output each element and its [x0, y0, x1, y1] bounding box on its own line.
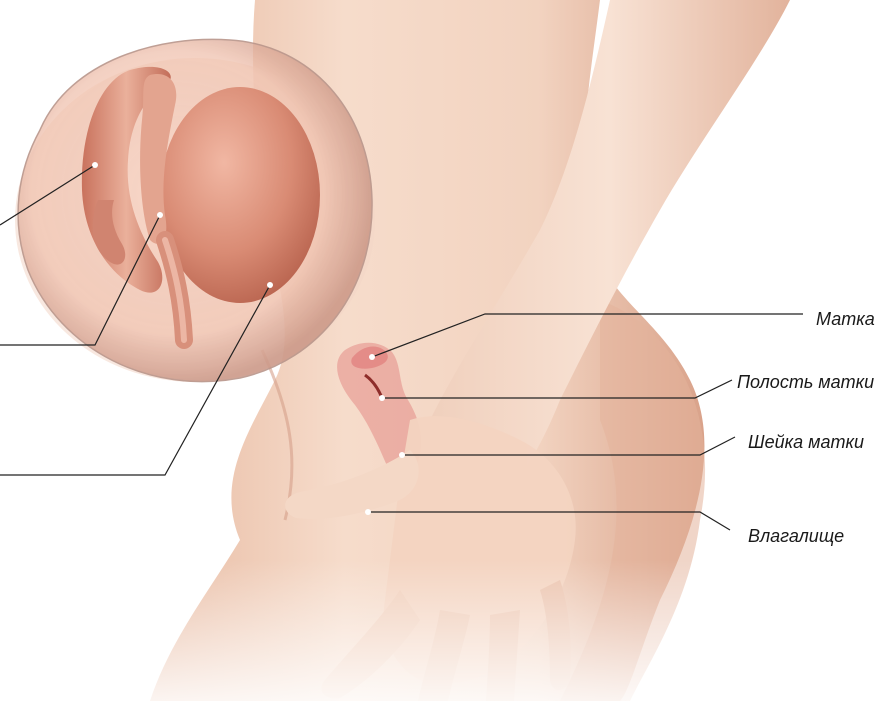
label-vagina: Влагалище [748, 527, 844, 545]
floor-fade [0, 560, 882, 701]
embryo-sac-illustration [15, 39, 375, 382]
label-cervix: Шейка матки [748, 433, 864, 451]
label-uterine-cavity: Полость матки [737, 373, 874, 391]
label-uterus: Матка [816, 310, 875, 328]
